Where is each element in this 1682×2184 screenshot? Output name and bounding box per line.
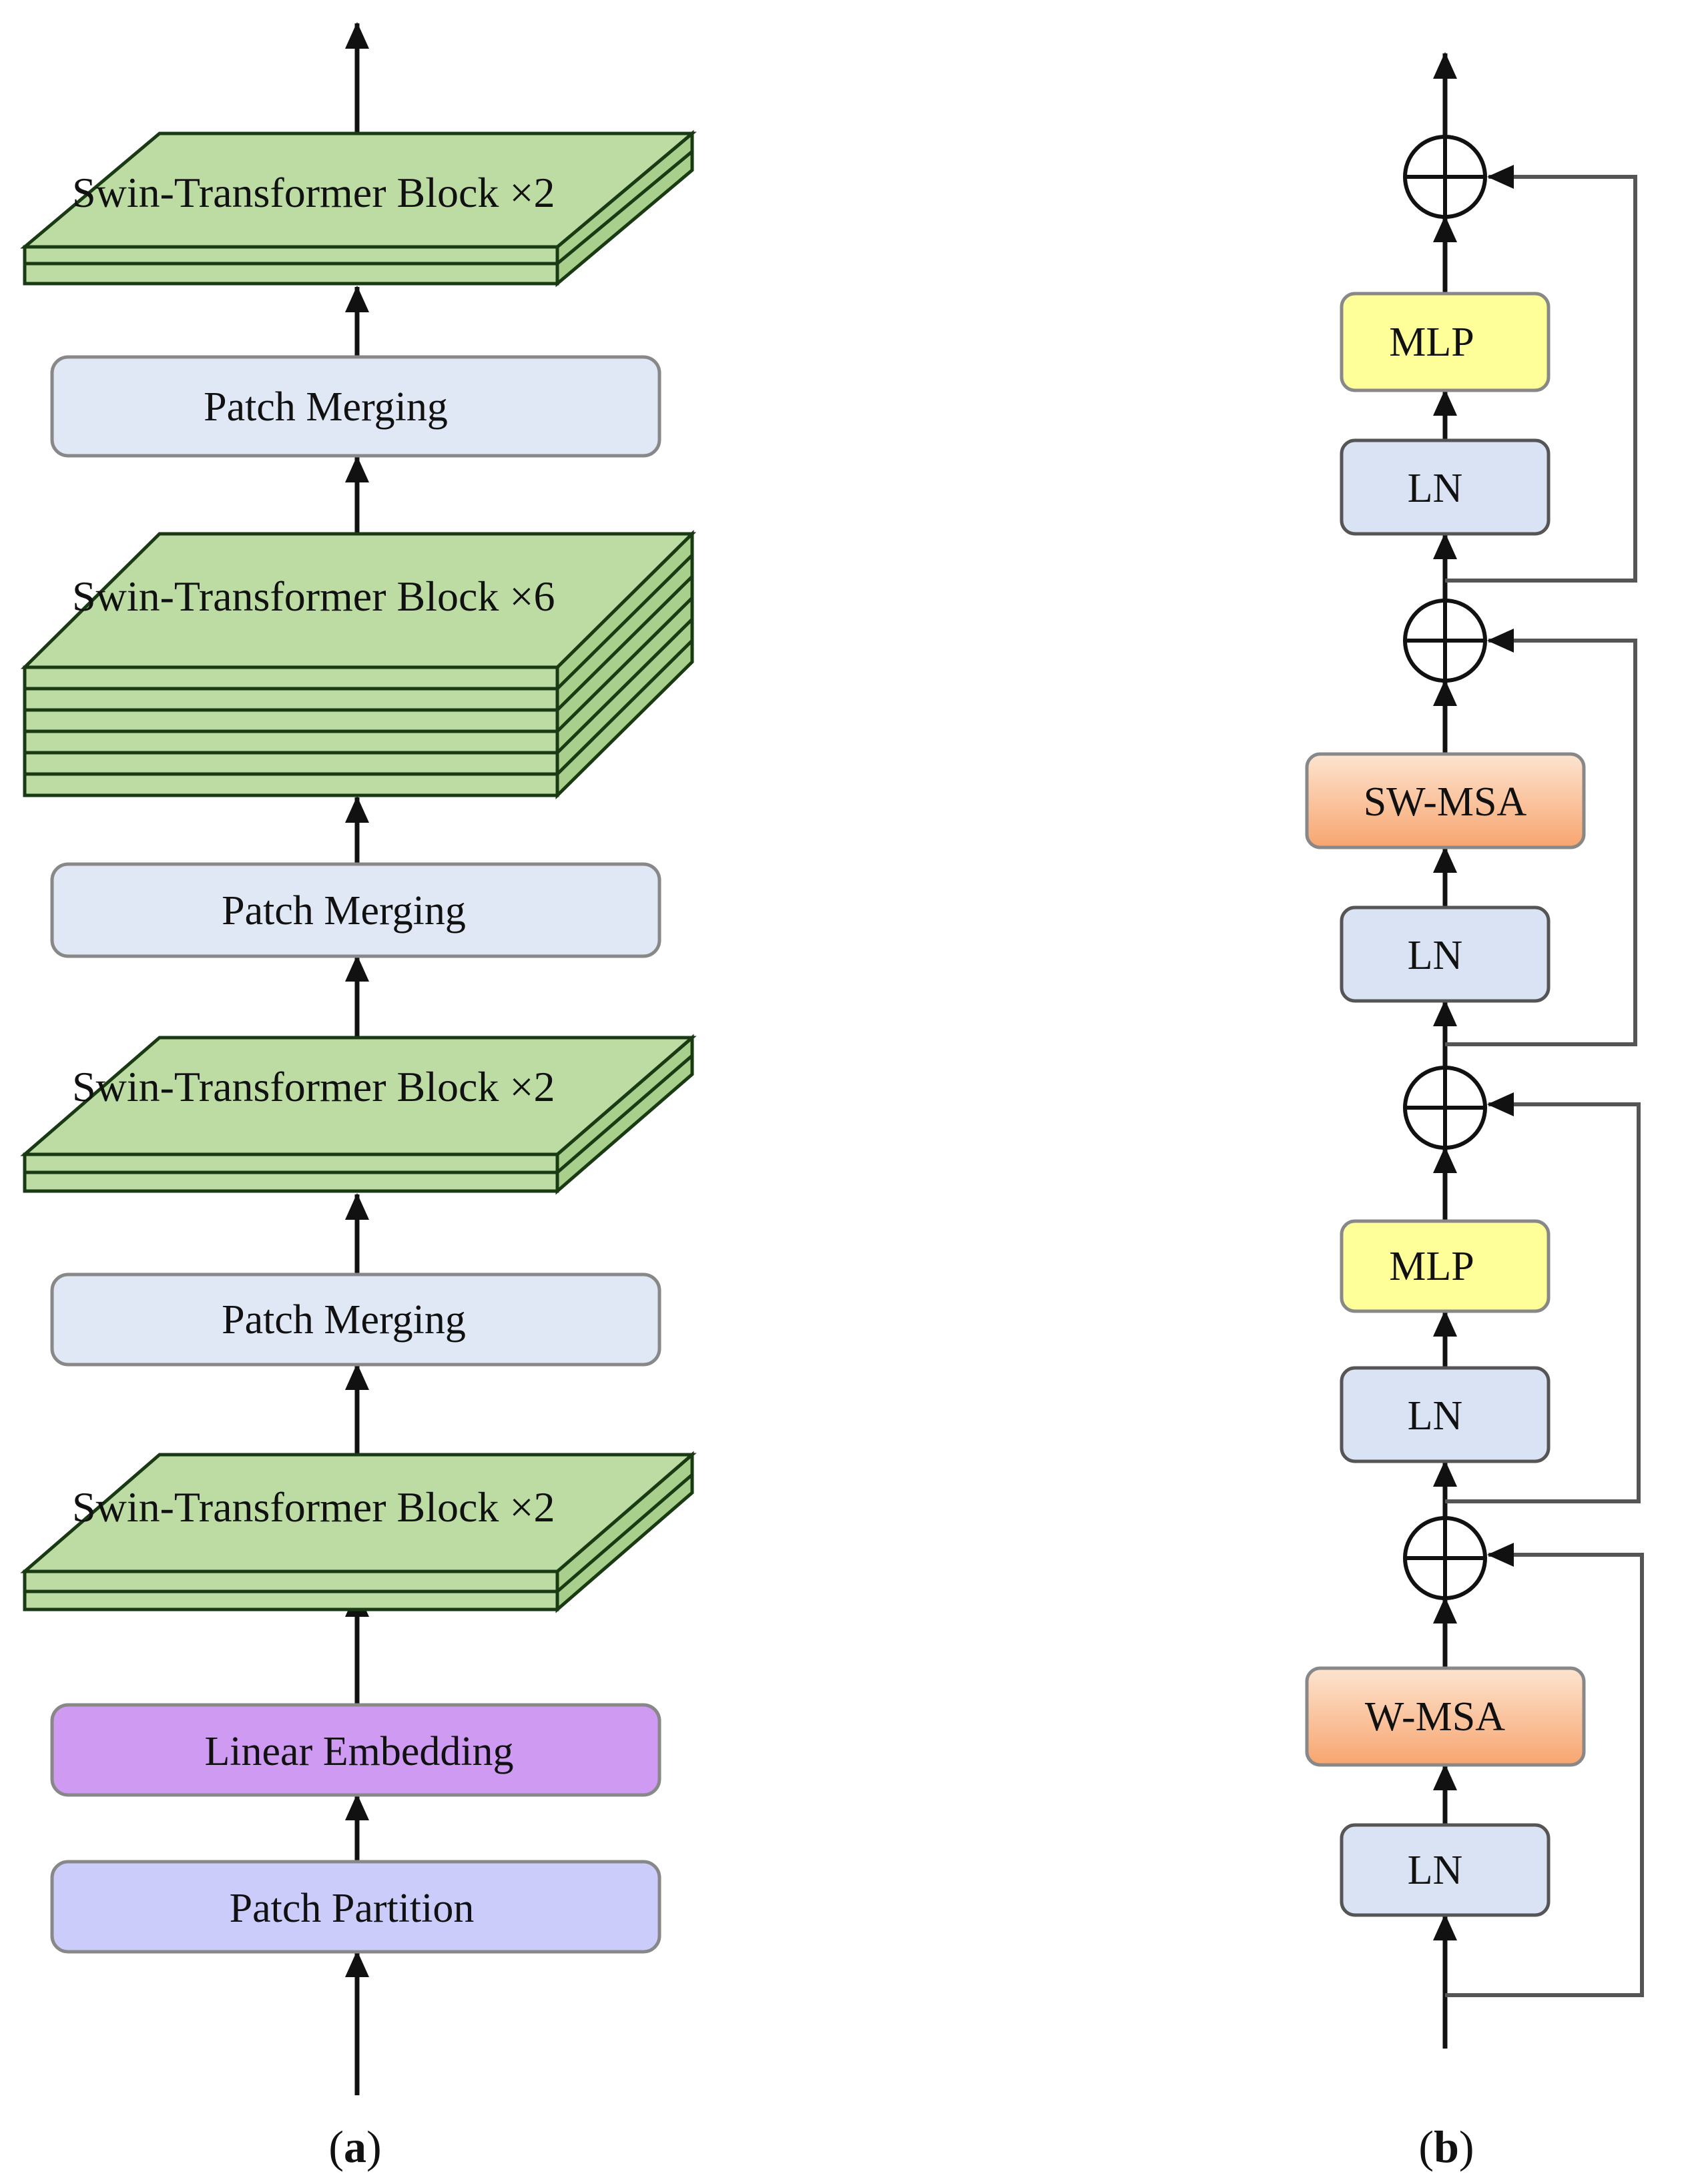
swin-block-stage3: Swin-Transformer Block ×6 bbox=[20, 530, 697, 799]
ln-4-label: LN bbox=[1408, 466, 1463, 511]
swin-block-stage2: Swin-Transformer Block ×2 bbox=[20, 1034, 697, 1195]
wmsa-box: W-MSA bbox=[1305, 1666, 1586, 1767]
swin-block-stage4: Swin-Transformer Block ×2 bbox=[20, 129, 697, 288]
ln-1-label: LN bbox=[1408, 1848, 1463, 1893]
skip-1 bbox=[1445, 1543, 1644, 1997]
patch-merging-1: Patch Merging bbox=[50, 1272, 661, 1367]
patch-merging-3-label: Patch Merging bbox=[204, 384, 448, 430]
block-stage3-label: Swin-Transformer Block ×6 bbox=[72, 573, 555, 620]
ln-box-2: LN bbox=[1340, 1366, 1551, 1463]
mlp-2-label: MLP bbox=[1389, 320, 1474, 365]
mlp-box-2: MLP bbox=[1340, 292, 1551, 392]
panel-b-skip-connections bbox=[1445, 165, 1644, 1997]
ln-3-label: LN bbox=[1408, 933, 1463, 978]
ln-2-label: LN bbox=[1408, 1393, 1463, 1439]
mlp-box-1: MLP bbox=[1340, 1219, 1551, 1313]
panel-b: LN W-MSA LN MLP LN SW-MSA LN bbox=[1305, 52, 1644, 2172]
patch-merging-1-label: Patch Merging bbox=[222, 1297, 466, 1343]
swmsa-label: SW-MSA bbox=[1364, 779, 1527, 825]
wmsa-label: W-MSA bbox=[1365, 1694, 1505, 1740]
add-node-1 bbox=[1403, 1516, 1487, 1600]
ln-box-1: LN bbox=[1340, 1823, 1551, 1917]
add-node-3 bbox=[1403, 599, 1487, 683]
patch-merging-2: Patch Merging bbox=[50, 862, 661, 958]
patch-partition: Patch Partition bbox=[50, 1860, 661, 1954]
patch-merging-2-label: Patch Merging bbox=[222, 888, 466, 934]
ln-box-4: LN bbox=[1340, 438, 1551, 536]
add-node-2 bbox=[1403, 1066, 1487, 1150]
panel-a: Swin-Transformer Block ×2 Patch Merging … bbox=[20, 22, 697, 2172]
block-stage2-label: Swin-Transformer Block ×2 bbox=[72, 1063, 555, 1110]
add-node-4 bbox=[1403, 135, 1487, 219]
block-stage4-label: Swin-Transformer Block ×2 bbox=[72, 169, 555, 216]
ln-box-3: LN bbox=[1340, 905, 1551, 1003]
swin-block-stage1: Swin-Transformer Block ×2 bbox=[20, 1451, 697, 1613]
skip-2 bbox=[1445, 1092, 1641, 1503]
caption-b: (b) bbox=[1418, 2121, 1474, 2172]
mlp-1-label: MLP bbox=[1389, 1244, 1474, 1289]
swmsa-box: SW-MSA bbox=[1305, 752, 1586, 849]
skip-4 bbox=[1445, 165, 1637, 583]
linear-embedding-label: Linear Embedding bbox=[204, 1729, 513, 1774]
skip-3 bbox=[1445, 629, 1637, 1046]
linear-embedding: Linear Embedding bbox=[50, 1703, 661, 1797]
caption-a: (a) bbox=[328, 2121, 381, 2172]
block-stage1-label: Swin-Transformer Block ×2 bbox=[72, 1483, 555, 1531]
patch-merging-3: Patch Merging bbox=[50, 355, 661, 458]
patch-partition-label: Patch Partition bbox=[230, 1886, 475, 1931]
